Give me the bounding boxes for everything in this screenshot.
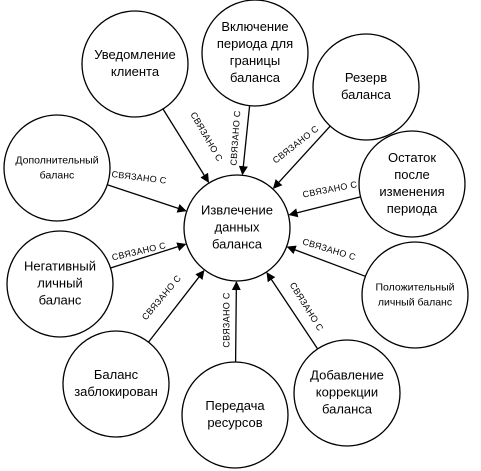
node-label-line: Негативный (24, 258, 96, 273)
node-blocked: Баланс заблокирован (62, 330, 170, 438)
node-circle (3, 114, 111, 222)
edge-label: СВЯЗАНО С (111, 169, 167, 186)
node-circle (6, 230, 114, 338)
node-label-line: Извлечение (201, 202, 273, 217)
node-circle (81, 10, 189, 118)
edge-period-to-extract: СВЯЗАНО С (228, 105, 251, 176)
node-label-line: после (394, 167, 430, 182)
node-label-line: Дополнительный (15, 154, 98, 166)
edge-remain-to-extract: СВЯЗАНО С (288, 179, 361, 218)
node-label-line: баланса (322, 401, 373, 416)
edge-arrow (147, 269, 205, 343)
node-notify: Уведомление клиента (81, 10, 189, 118)
node-circle (62, 330, 170, 438)
node-label-line: баланса (230, 70, 281, 85)
node-circle (312, 33, 420, 141)
node-label-line: периода (387, 201, 438, 216)
edge-arrow (266, 272, 319, 350)
node-correction: Добавление коррекции баланса (293, 339, 401, 447)
node-label-line: заблокирован (74, 384, 158, 399)
node-period: Включение периода для границы баланса (201, 0, 309, 107)
node-circle (201, 0, 309, 107)
node-label-line: границы (230, 53, 280, 68)
edge-label: СВЯЗАНО С (288, 281, 326, 333)
edge-arrow (272, 125, 331, 189)
edge-transfer-to-extract: СВЯЗАНО С (221, 281, 241, 363)
node-circle (183, 174, 291, 282)
node-negative: Негативный личный баланс (6, 230, 114, 338)
edge-positive-to-extract: СВЯЗАНО С (286, 237, 366, 277)
edge-additional-to-extract: СВЯЗАНО С (107, 169, 187, 213)
edge-negative-to-extract: СВЯЗАНО С (110, 240, 187, 269)
node-label-line: Резерв (345, 70, 387, 85)
node-circle (293, 339, 401, 447)
edge-label: СВЯЗАНО С (188, 110, 224, 163)
node-extract: Извлечение данных баланса (183, 174, 291, 282)
node-circle (358, 130, 466, 238)
edge-arrow (107, 184, 187, 213)
edge-reserve-to-extract: СВЯЗАНО С (271, 123, 331, 189)
node-label-line: личный (37, 275, 82, 290)
edge-arrow (238, 105, 251, 176)
edge-arrow (162, 108, 210, 183)
node-positive: Положительный личный баланс (361, 241, 469, 349)
node-label-line: баланс (40, 169, 75, 181)
node-label-line: периода для (217, 36, 293, 51)
node-label-line: коррекции (316, 384, 378, 399)
node-label-line: Остаток (388, 150, 436, 165)
node-label-line: Баланс (94, 367, 139, 382)
node-label-line: баланса (212, 236, 263, 251)
node-additional: Дополнительный баланс (3, 114, 111, 222)
node-label-line: баланса (341, 87, 392, 102)
node-remain: Остаток после изменения периода (358, 130, 466, 238)
edge-label: СВЯЗАНО С (221, 292, 231, 348)
edge-label: СВЯЗАНО С (301, 237, 357, 263)
node-circle (361, 241, 469, 349)
node-circle (181, 361, 289, 469)
node-label-line: личный баланс (378, 296, 452, 308)
node-reserve: Резерв баланса (312, 33, 420, 141)
node-label-line: данных (214, 219, 260, 234)
edge-label: СВЯЗАНО С (228, 110, 242, 166)
node-label-line: ресурсов (207, 415, 262, 430)
node-transfer: Передача ресурсов (181, 361, 289, 469)
edge-label: СВЯЗАНО С (140, 273, 183, 322)
node-label-line: Положительный (375, 281, 454, 293)
edge-blocked-to-extract: СВЯЗАНО С (140, 269, 205, 343)
node-label-line: баланс (39, 292, 82, 307)
edge-arrow (231, 281, 241, 363)
edge-arrow (288, 196, 361, 218)
edge-arrow (110, 242, 187, 269)
node-label-line: Передача (205, 398, 265, 413)
node-label-line: Уведомление (94, 47, 175, 62)
node-label-line: клиента (111, 64, 160, 79)
node-label-line: Добавление (310, 367, 384, 382)
edge-label: СВЯЗАНО С (302, 179, 358, 199)
node-label-line: Включение (221, 19, 288, 34)
edge-notify-to-extract: СВЯЗАНО С (162, 108, 225, 183)
edge-correction-to-extract: СВЯЗАНО С (266, 272, 326, 350)
node-label-line: изменения (379, 184, 444, 199)
edge-arrow (286, 245, 366, 277)
